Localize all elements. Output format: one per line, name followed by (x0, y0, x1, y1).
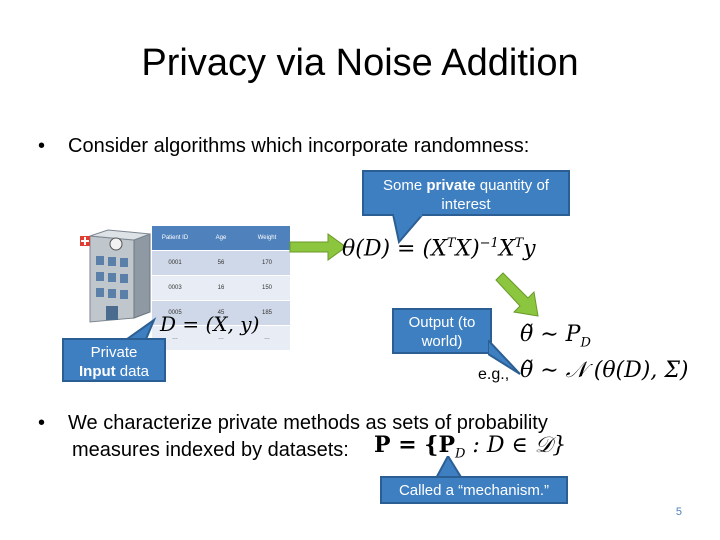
table-cell: 150 (244, 275, 290, 301)
gaussian-mechanism-formula: θ̃ ∼ 𝒩 (θ(D), Σ) (520, 358, 689, 383)
hospital-icon (80, 229, 151, 323)
example-label: e.g., (478, 366, 510, 383)
arrow-to-estimator-icon (289, 233, 347, 261)
table-row: 0005 45 185 (152, 300, 290, 326)
table-cell: 0005 (152, 300, 198, 326)
table-cell: … (244, 325, 290, 351)
table-header-cell: Age (198, 226, 244, 251)
slide-title: Privacy via Noise Addition (141, 42, 579, 84)
output-distribution: θ̃ ∼ PD (520, 322, 591, 351)
bullet-2-line-1: We characterize private methods as sets … (68, 412, 548, 434)
table-cell: 16 (198, 275, 244, 301)
mechanism-callout-pointer (432, 456, 466, 482)
table-header-cell: Patient ID (152, 226, 198, 251)
bullet-1-text: Consider algorithms which incorporate ra… (68, 135, 530, 157)
bullet-dot: • (38, 135, 46, 157)
table-cell: … (198, 325, 244, 351)
output-callout-pointer (488, 340, 521, 375)
table-header-row: Patient ID Age Weight (152, 226, 290, 251)
bullet-2-line-2: measures indexed by datasets: (72, 439, 349, 461)
input-callout: Private Input data (62, 338, 166, 382)
mechanism-family-formula: P = {PD : D ∈ 𝒟} (374, 432, 567, 462)
estimator-formula: θ(D) = (XTX)−1XTy (342, 236, 536, 262)
table-cell: 0001 (152, 250, 198, 276)
table-cell: 170 (244, 250, 290, 276)
table-cell: 45 (198, 300, 244, 326)
dataset-definition: D = (X, y) (160, 312, 260, 336)
arrow-to-output-icon (495, 272, 539, 317)
table-row: 0003 16 150 (152, 275, 290, 301)
quantity-callout: Some private quantity of interest (362, 170, 570, 216)
table-row: 0001 56 170 (152, 250, 290, 276)
table-cell: 0003 (152, 275, 198, 301)
quantity-callout-pointer (391, 214, 425, 245)
table-header-cell: Weight (244, 226, 290, 251)
bullet-1: • Consider algorithms which incorporate r… (38, 134, 529, 158)
page-number: 5 (675, 506, 682, 518)
patient-table: Patient ID Age Weight 0001 56 170 0003 1… (152, 226, 290, 351)
table-cell: 185 (244, 300, 290, 326)
mechanism-callout: Called a “mechanism.” (380, 476, 568, 504)
bullet-2: • We characterize private methods as sets… (38, 411, 548, 435)
bullet-dot: • (38, 412, 46, 434)
output-callout: Output (to world) (392, 308, 492, 354)
table-cell: 56 (198, 250, 244, 276)
